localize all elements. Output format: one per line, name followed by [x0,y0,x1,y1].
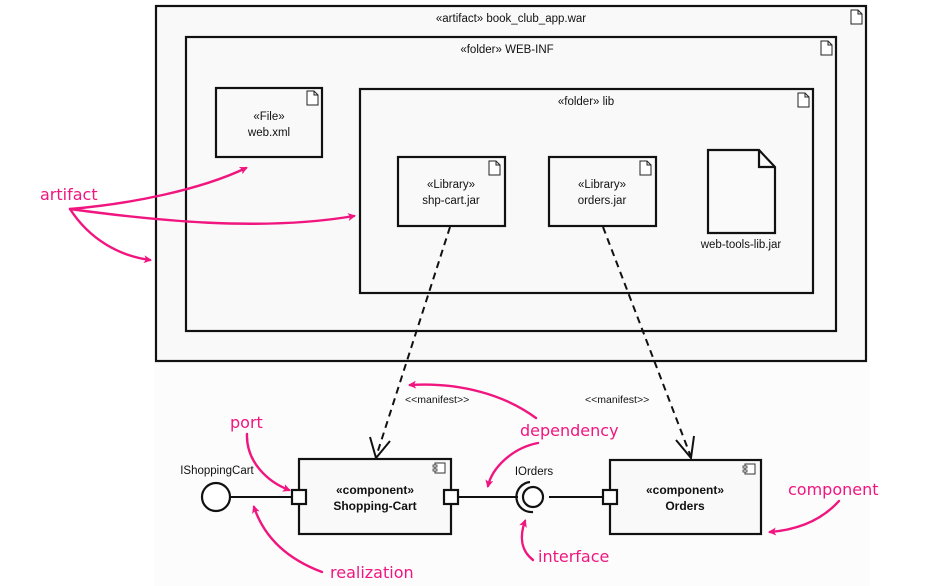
artifact-orders-jar[interactable]: «Library» orders.jar [547,155,658,228]
web-inf-label: «folder» WEB-INF [460,44,553,56]
cart-name: Shopping-Cart [333,499,416,513]
document-icon [850,9,863,25]
artifact-web-tools-lib-jar[interactable]: web-tools-lib.jar [700,148,782,251]
war-label: «artifact» book_club_app.war [436,13,586,25]
interface-ishoppingcart[interactable]: IShoppingCart [180,465,292,513]
manifest-label: <<manifest>> [405,394,469,406]
socket-icon [515,480,534,514]
annotation-label: component [788,480,879,499]
ishoppingcart-label: IShoppingCart [180,465,254,477]
port-orders-left[interactable] [601,488,619,506]
lib-label: «folder» lib [558,96,614,108]
shp-cart-stereotype: «Library» [427,179,475,191]
orders-jar-name: orders.jar [578,195,627,207]
artifact-shp-cart-jar[interactable]: «Library» shp-cart.jar [396,155,507,228]
diagram-background [154,362,870,586]
annotation-label: interface [538,547,609,566]
web-tools-lib-name: web-tools-lib.jar [700,239,782,251]
component-orders[interactable]: «component» Orders [608,458,763,536]
annotation-artifact: artifact [40,166,356,264]
interface-iorders[interactable]: IOrders [458,466,603,514]
annotation-label: realization [330,563,414,582]
interface-ball-icon [521,485,545,509]
orders-name: Orders [665,499,705,513]
annotation-component: component [768,480,879,536]
orders-stereotype: «component» [646,483,724,497]
annotation-interface: interface [519,519,609,566]
artifact-web-xml[interactable]: «File» web.xml [214,86,324,159]
annotation-label: artifact [40,185,98,204]
annotation-realization: realization [252,505,414,582]
document-icon [639,160,652,176]
port-cart-right[interactable] [442,488,460,506]
iorders-label: IOrders [515,466,554,478]
web-xml-name: web.xml [247,127,290,139]
document-icon [797,92,810,108]
document-icon [488,160,501,176]
port-cart-left[interactable] [290,488,308,506]
cart-stereotype: «component» [336,483,414,497]
component-icon [742,463,756,475]
document-icon [306,90,319,106]
large-document-icon [706,148,777,235]
shp-cart-name: shp-cart.jar [422,195,480,207]
annotation-port: port [230,413,291,492]
component-shopping-cart[interactable]: «component» Shopping-Cart [297,457,453,536]
orders-jar-stereotype: «Library» [578,179,626,191]
annotation-dependency: dependency [408,380,619,488]
annotation-label: port [230,413,263,432]
annotation-label: dependency [520,421,619,440]
web-xml-stereotype: «File» [253,111,284,123]
interface-ball-icon [200,481,232,513]
manifest-label: <<manifest>> [585,394,649,406]
document-icon [820,40,833,56]
manifest-dependency-orders[interactable]: <<manifest>> [585,226,695,461]
component-icon [432,462,446,474]
